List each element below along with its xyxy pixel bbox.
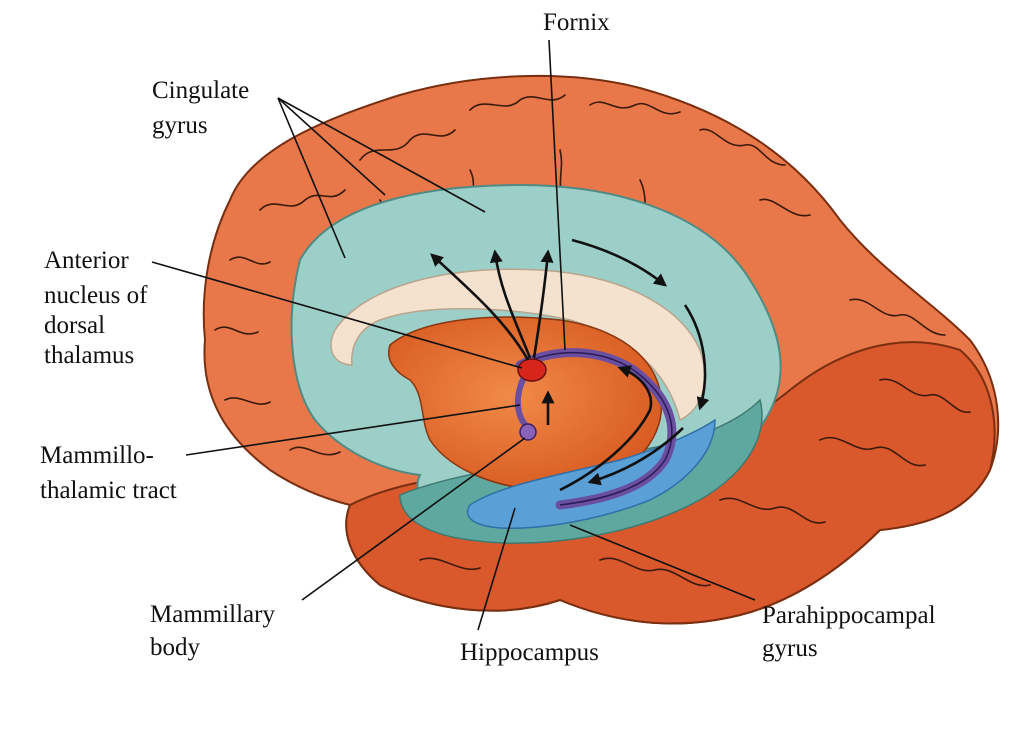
mammillary-body-shape <box>519 423 537 441</box>
label-anterior-nucleus: Anterior nucleus of dorsal thalamus <box>44 247 154 369</box>
label-fornix: Fornix <box>543 9 610 36</box>
leader-lines <box>151 39 756 631</box>
label-cingulate-gyrus: Cingulate gyrus <box>152 77 255 139</box>
label-mammillothalamic-tract: Mammillo- thalamic tract <box>40 442 177 504</box>
label-parahippocampal-gyrus: Parahippocampal gyrus <box>762 602 942 662</box>
label-hippocampus: Hippocampus <box>460 639 599 666</box>
corpus-callosum <box>330 268 706 422</box>
label-mammillary-body: Mammillary body <box>150 601 281 661</box>
anterior-nucleus-shape <box>517 358 547 382</box>
papez-circuit-arrows <box>430 238 710 492</box>
